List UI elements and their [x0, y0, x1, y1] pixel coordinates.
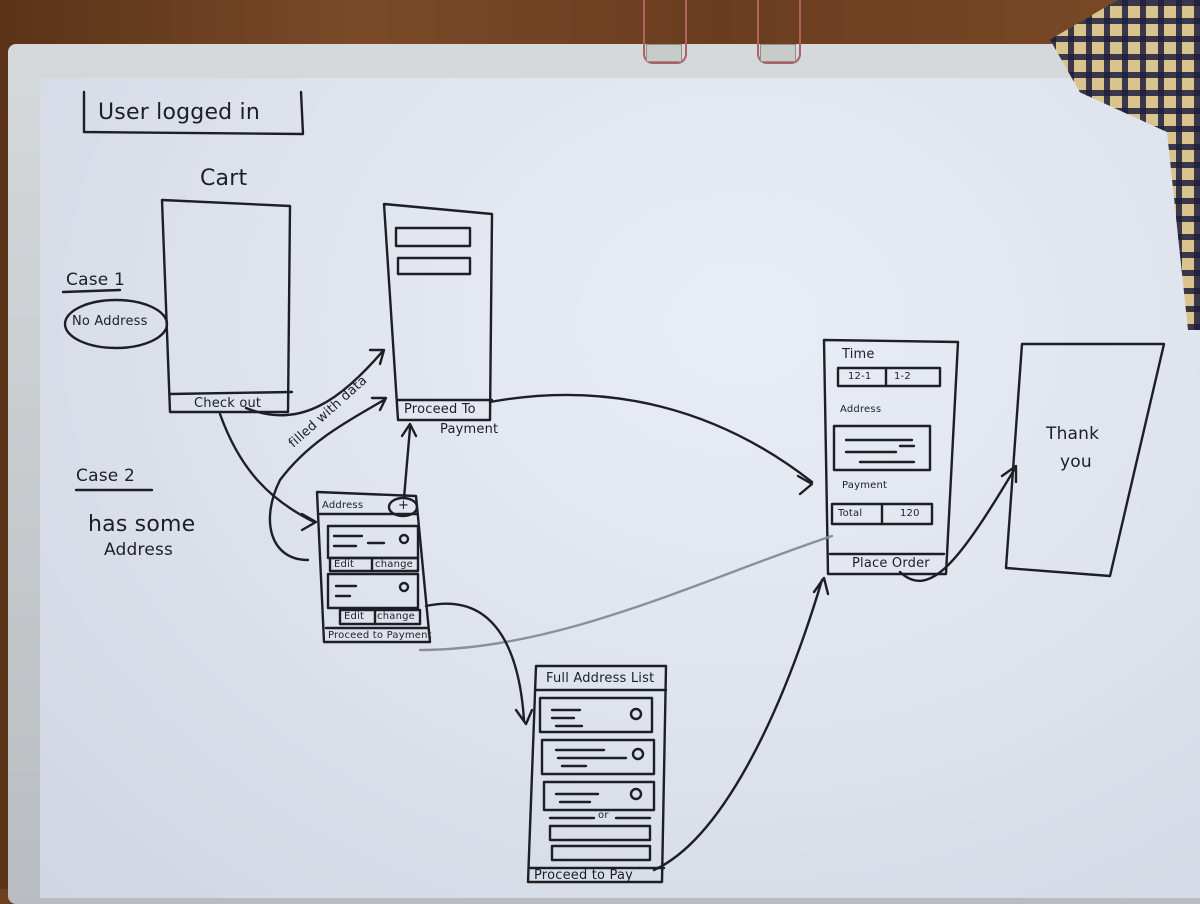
payment-address-card	[832, 424, 932, 472]
full-address-card-1	[538, 696, 654, 734]
arrow-add-to-form	[402, 426, 412, 500]
arrow-list-to-payment	[418, 534, 834, 652]
time-slot-1: 12-1	[848, 371, 872, 382]
arrow-checkout-to-list	[218, 412, 316, 524]
case2-note-line1: has some	[88, 512, 196, 537]
whiteboard-surface	[40, 78, 1200, 898]
arrow-payment-to-thanks	[898, 468, 1016, 582]
payment-total-label: Total	[838, 508, 863, 519]
case1-underline	[61, 288, 122, 294]
arrow-full-list-to-payment	[652, 578, 824, 872]
place-order-button: Place Order	[852, 556, 930, 571]
page-title: User logged in	[98, 100, 260, 125]
payment-payment-label: Payment	[842, 480, 888, 491]
address-list-proceed-button: Proceed to Payment	[328, 630, 432, 641]
payment-total-value: 120	[900, 508, 920, 519]
address-2-edit: Edit	[344, 611, 365, 622]
full-address-or-divider: or	[598, 810, 609, 821]
time-slot-2: 1-2	[894, 371, 911, 382]
title-frame	[82, 90, 305, 136]
new-address-field-2	[550, 844, 652, 862]
address-form-frame	[382, 202, 494, 422]
address-2-change: change	[377, 611, 416, 622]
address-card-2-actions	[338, 608, 422, 626]
payment-time-label: Time	[842, 347, 875, 362]
case1-note: No Address	[72, 314, 148, 329]
case1-heading: Case 1	[66, 270, 126, 290]
case2-note-line2: Address	[104, 540, 174, 560]
form-proceed-button: Proceed To	[404, 402, 476, 417]
address-1-edit: Edit	[334, 559, 355, 570]
add-address-icon: +	[398, 498, 410, 513]
address-form-field-1	[394, 226, 472, 248]
address-1-change: change	[375, 559, 414, 570]
address-form-field-2	[396, 256, 472, 276]
new-address-field-1	[548, 824, 652, 842]
arrow-checkout-to-form	[244, 350, 384, 417]
arrow-list-to-form	[268, 398, 386, 562]
full-address-card-3	[542, 780, 656, 812]
payment-screen-frame	[822, 338, 960, 576]
arrow-form-to-payment	[488, 393, 814, 484]
form-proceed-button-line2: Payment	[440, 422, 499, 437]
address-card-1-actions	[328, 556, 420, 573]
filled-with-data-note: filled with data	[286, 373, 371, 452]
payment-address-label: Address	[840, 404, 882, 415]
address-card-2	[326, 572, 420, 610]
full-address-proceed-button: Proceed to Pay	[534, 868, 634, 883]
thank-you-line2: you	[1060, 452, 1092, 472]
full-address-list-header: Full Address List	[546, 671, 655, 686]
full-address-card-2	[540, 738, 656, 776]
address-list-frame	[315, 490, 432, 644]
thank-you-line1: Thank	[1046, 424, 1100, 444]
full-address-list-frame	[526, 664, 668, 884]
thank-you-screen-frame	[1004, 342, 1166, 578]
cart-checkout-divider	[168, 390, 294, 396]
case2-heading: Case 2	[76, 466, 136, 486]
cart-title: Cart	[200, 166, 248, 191]
cart-checkout-button: Check out	[194, 396, 262, 411]
cart-screen-frame	[160, 198, 292, 414]
address-list-header: Address	[322, 500, 364, 511]
time-slot-row	[836, 366, 942, 388]
arrow-list-to-full-list	[424, 602, 526, 722]
